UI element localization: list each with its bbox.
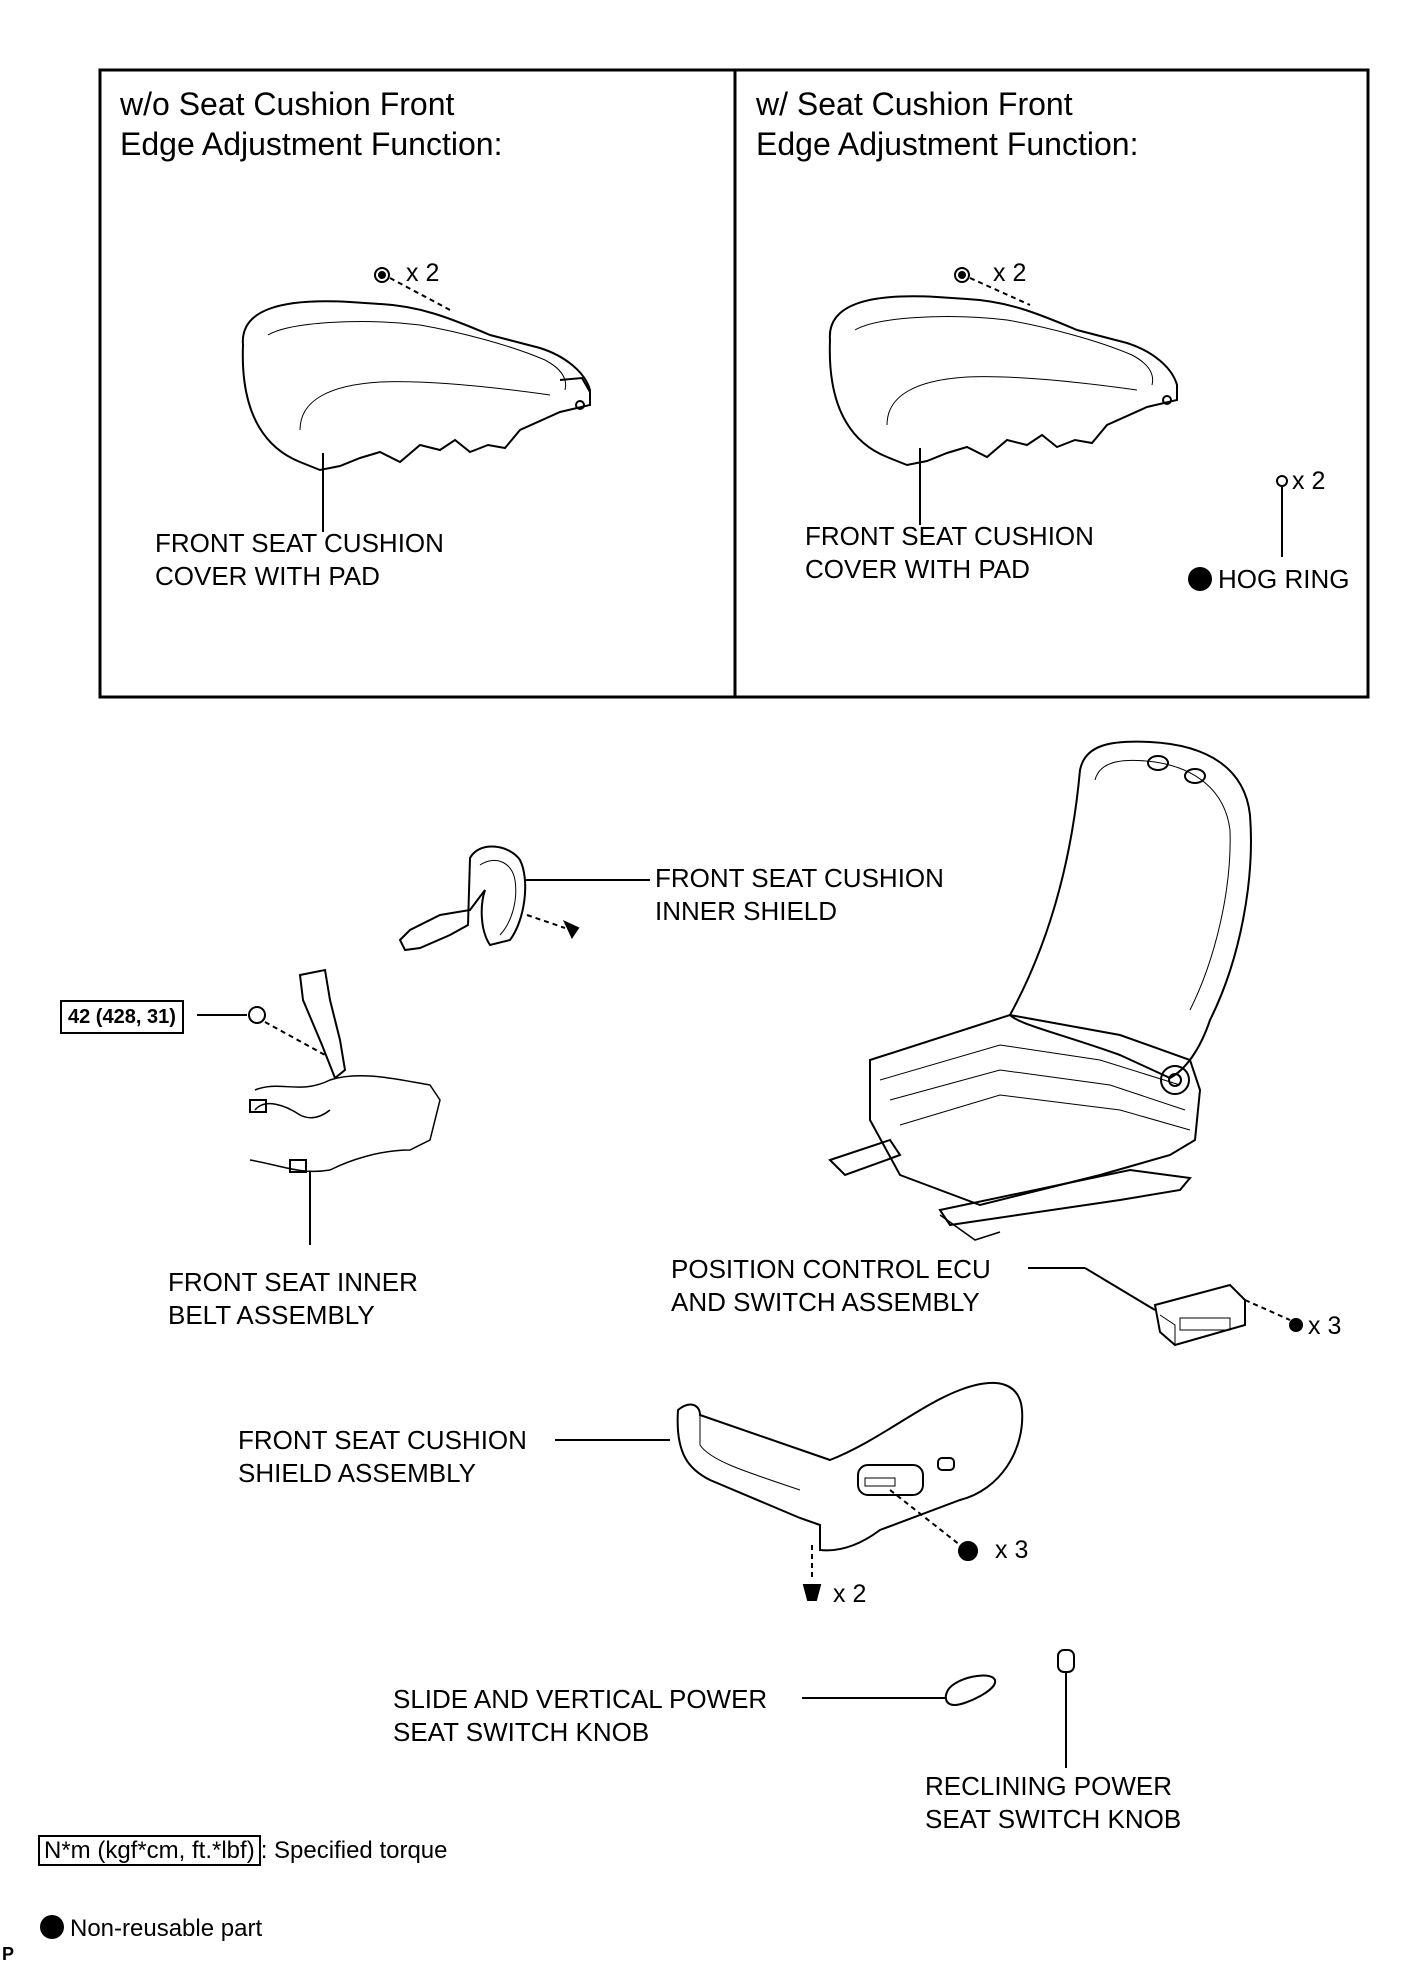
screw-icon <box>1289 1318 1303 1332</box>
ecu-screw-qty: x 3 <box>1308 1312 1342 1340</box>
slide-knob-label: SLIDE AND VERTICAL POWER SEAT SWITCH KNO… <box>393 1684 768 1747</box>
non-reusable-dot-icon <box>1188 567 1212 591</box>
right-panel-title: w/ Seat Cushion Front Edge Adjustment Fu… <box>756 86 1139 162</box>
torque-spec-box: 42 (428, 31) <box>60 1000 184 1034</box>
left-cover-label: FRONT SEAT CUSHION COVER WITH PAD <box>155 528 444 591</box>
right-nut-qty: x 2 <box>993 259 1027 287</box>
left-panel-title: w/o Seat Cushion Front Edge Adjustment F… <box>120 86 503 162</box>
seat-illustration <box>828 740 1252 1241</box>
ecu-label: POSITION CONTROL ECU AND SWITCH ASSEMBLY <box>671 1254 991 1317</box>
inner-shield-illustration <box>398 845 650 952</box>
cushion-shield-label: FRONT SEAT CUSHION SHIELD ASSEMBLY <box>238 1425 527 1488</box>
non-reusable-legend: Non-reusable part <box>40 1912 262 1945</box>
left-cushion-cover-illustration <box>241 267 591 532</box>
right-cushion-cover-illustration <box>828 267 1288 557</box>
torque-unit-box: N*m (kgf*cm, ft.*lbf) <box>38 1835 261 1866</box>
cushion-shield-screw-qty: x 3 <box>995 1536 1029 1564</box>
cushion-shield-clip-qty: x 2 <box>833 1580 867 1608</box>
bolt-icon <box>248 1006 266 1024</box>
right-cover-label: FRONT SEAT CUSHION COVER WITH PAD <box>805 521 1094 584</box>
left-nut-qty: x 2 <box>406 259 440 287</box>
recline-knob-label: RECLINING POWER SEAT SWITCH KNOB <box>925 1771 1182 1834</box>
inner-shield-label: FRONT SEAT CUSHION INNER SHIELD <box>655 863 944 926</box>
non-reusable-dot-icon <box>40 1915 64 1939</box>
cushion-shield-illustration <box>555 1381 1024 1601</box>
inner-belt-label: FRONT SEAT INNER BELT ASSEMBLY <box>168 1267 418 1330</box>
ecu-illustration <box>1028 1267 1303 1347</box>
screw-icon <box>958 1541 978 1561</box>
hog-ring-label: HOG RING <box>1188 563 1349 596</box>
clip-icon <box>802 1584 822 1601</box>
torque-legend: N*m (kgf*cm, ft.*lbf): Specified torque <box>38 1834 448 1867</box>
corner-code: P <box>2 1944 15 1964</box>
hog-ring-qty: x 2 <box>1292 467 1326 495</box>
hog-ring-icon <box>1276 475 1288 487</box>
inner-belt-illustration <box>197 968 441 1245</box>
knob-illustrations <box>802 1649 1075 1768</box>
